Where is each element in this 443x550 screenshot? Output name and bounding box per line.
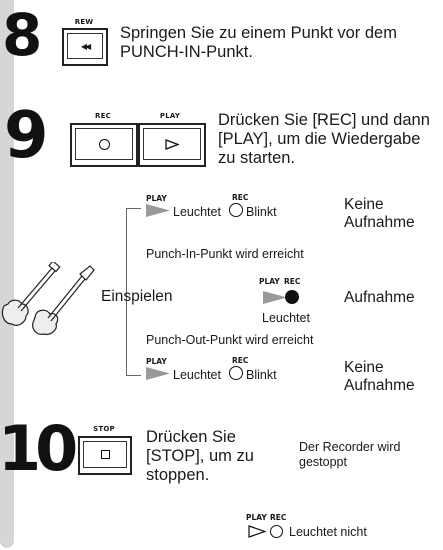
rec-outline-icon — [270, 525, 283, 538]
stop-button-label: STOP — [80, 425, 128, 433]
indicator-state: Leuchtet — [262, 311, 310, 326]
punch-in-note: Punch-In-Punkt wird erreicht — [146, 247, 304, 262]
guitar-illustration — [0, 262, 96, 336]
play-indicator-label: PLAY — [146, 358, 167, 366]
recording-result: Keine Aufnahme — [344, 359, 440, 395]
rec-indicator-label: REC — [232, 357, 248, 365]
stop-status: Der Recorder wird gestoppt — [299, 440, 441, 470]
step-number: 10 — [0, 418, 72, 480]
rec-indicator-label: REC — [232, 194, 248, 202]
rew-button[interactable]: ◀◀ — [62, 28, 108, 66]
stop-square-icon — [101, 450, 110, 459]
stop-button[interactable] — [78, 436, 132, 475]
step-10-instruction: Drücken Sie [STOP], um zu stoppen. — [146, 428, 274, 485]
rec-button-label: REC — [73, 112, 133, 120]
punch-out-note: Punch-Out-Punkt wird erreicht — [146, 333, 313, 348]
play-indicator-icon — [146, 367, 170, 380]
play-icon — [165, 139, 179, 150]
record-circle-icon — [99, 139, 110, 150]
play-rec-label: PLAY — [259, 278, 280, 286]
recording-result: Keine Aufnahme — [344, 196, 440, 232]
recording-result: Aufnahme — [344, 289, 415, 307]
rec-state: Blinkt — [246, 368, 277, 383]
play-rec-label: REC — [284, 278, 300, 286]
play-button-label: PLAY — [140, 112, 200, 120]
rewind-icon: ◀◀ — [81, 42, 89, 51]
rec-indicator-icon — [229, 203, 243, 217]
indicator-state: Leuchtet nicht — [289, 525, 367, 540]
play-rec-label: REC — [270, 514, 286, 522]
play-state: Leuchtet — [173, 368, 221, 383]
performer-action: Einspielen — [101, 288, 173, 306]
rec-indicator-lit-icon — [285, 290, 299, 304]
play-outline-icon — [248, 525, 266, 538]
play-indicator-icon — [146, 204, 170, 217]
play-state: Leuchtet — [173, 205, 221, 220]
rec-indicator-icon — [229, 366, 243, 380]
play-indicator-icon — [263, 291, 287, 304]
rec-button[interactable] — [70, 123, 138, 167]
rew-button-label: REW — [64, 18, 104, 26]
play-rec-label: PLAY — [246, 514, 267, 522]
step-8-instruction: Springen Sie zu einem Punkt vor dem PUNC… — [120, 24, 420, 62]
step-number: 8 — [2, 6, 42, 64]
rec-state: Blinkt — [246, 205, 277, 220]
play-indicator-label: PLAY — [146, 195, 167, 203]
step-number: 9 — [4, 104, 49, 168]
step-9-instruction: Drücken Sie [REC] und dann [PLAY], um di… — [218, 111, 438, 168]
play-button[interactable] — [138, 123, 206, 167]
